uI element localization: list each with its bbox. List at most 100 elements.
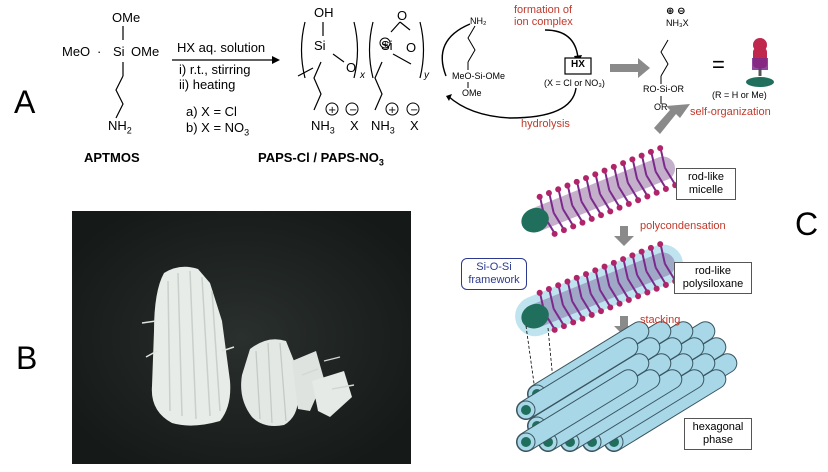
micelle-tail: [650, 249, 657, 268]
micelle-head: [601, 167, 608, 174]
rod-polysiloxane: [515, 241, 684, 337]
micelle-head: [647, 244, 654, 251]
micelle-tail: [585, 179, 592, 198]
micelle-tail: [650, 153, 657, 172]
micelle-tail: [585, 275, 592, 294]
micelle-tail: [576, 279, 583, 298]
micelle-head: [657, 145, 664, 152]
micelle-tail: [595, 271, 601, 291]
rod-body: [561, 370, 682, 451]
micelle-tail: [632, 256, 639, 276]
micelle-tail: [571, 204, 583, 222]
micelle-head: [555, 282, 562, 289]
micelle-tail: [654, 267, 667, 284]
framework-label: Si-O-Si framework: [461, 258, 527, 290]
product-o: O: [346, 60, 357, 75]
micelle-tail: [589, 197, 602, 214]
micelle-tail: [636, 178, 648, 196]
product-amine-2: NH3: [371, 118, 395, 136]
micelle-head: [570, 223, 577, 230]
micelle-head: [635, 293, 642, 300]
micelle-tail: [654, 171, 667, 188]
rod-body: [517, 370, 638, 451]
micelle-head: [588, 311, 595, 318]
micelle-tail: [664, 263, 676, 280]
sample-photo: [72, 211, 411, 464]
micelle-tail: [632, 160, 639, 180]
c-or-bottom: OR: [654, 102, 668, 112]
product-si-1: Si: [314, 38, 326, 53]
reagent-si: Si: [113, 44, 125, 59]
micelle-tail: [599, 289, 611, 307]
micelle-head: [564, 182, 571, 189]
c-nh3x-label: NH₃X: [666, 18, 689, 28]
micelle-tail: [562, 208, 574, 226]
micelle-head: [662, 281, 669, 288]
product-si-2: Si: [381, 38, 393, 53]
micelle-head: [625, 296, 632, 303]
micelle-head: [560, 323, 567, 330]
rod-micelle: [521, 145, 679, 237]
reagent-meo: MeO: [62, 44, 91, 59]
r-note: (R = H or Me): [712, 90, 767, 100]
hexagonal-phase-label: hexagonal phase: [684, 418, 752, 450]
product-amine-1: NH3: [311, 118, 335, 136]
hx-box-label: HX: [571, 59, 585, 70]
micelle-tail: [645, 270, 657, 288]
rod-body: [517, 338, 638, 419]
micelle-head: [560, 227, 567, 234]
svg-text:+: +: [328, 105, 336, 116]
formation-label: formation of ion complex: [514, 4, 573, 28]
micelle-head: [638, 248, 645, 255]
c-meo-si-ome: MeO-Si-OMe: [452, 71, 506, 81]
micelle-tail: [636, 274, 648, 292]
reagent-ome-right: OMe: [131, 44, 160, 59]
stacking-label: stacking: [640, 314, 681, 326]
micelle-head: [629, 156, 636, 163]
micelle-tail: [567, 187, 574, 206]
micelle-tail: [622, 260, 629, 279]
micelle-tail: [548, 290, 555, 309]
hydrolysis-label: hydrolysis: [521, 118, 570, 130]
micelle-tail: [626, 182, 639, 199]
micelle-tail: [580, 200, 592, 218]
product-counterion-1: X: [350, 118, 359, 133]
micelle-tail: [617, 281, 629, 299]
micelle-tail: [659, 245, 666, 264]
c-nh2-label: NH₂: [470, 16, 487, 26]
micelle-head: [555, 186, 562, 193]
panel-label-c: C: [795, 206, 819, 242]
micelle-head: [620, 160, 627, 167]
micelle-tail: [548, 194, 555, 213]
micelle-tail: [608, 285, 620, 303]
product-counterion-2: X: [410, 118, 419, 133]
reagent-amine: NH2: [108, 118, 132, 136]
micelle-head: [662, 185, 669, 192]
micelle-tail: [595, 175, 601, 195]
hx-note: (X = Cl or NO₃): [544, 78, 605, 88]
micelle-head: [607, 208, 614, 215]
micelle-head: [625, 200, 632, 207]
micelle-head: [573, 274, 580, 281]
micelle-tail: [567, 283, 574, 302]
rod-body: [539, 370, 660, 451]
micelle-tail: [622, 164, 629, 183]
panel-label-b: B: [16, 340, 38, 376]
micelle-tail: [576, 183, 583, 202]
micelle-head: [570, 319, 577, 326]
micelle-tail: [604, 268, 611, 287]
panel-label-a: A: [14, 84, 36, 120]
micelle-tail: [645, 174, 657, 192]
condition-1: HX aq. solution: [177, 40, 266, 55]
micelle-head: [592, 171, 599, 178]
micelle-head: [616, 204, 623, 211]
option-a: a) X = Cl: [186, 104, 237, 119]
micelle-head: [564, 278, 571, 285]
micelle-head: [579, 315, 586, 322]
product-name: PAPS-Cl / PAPS-NO3: [258, 150, 384, 168]
polycondensation-label: polycondensation: [640, 220, 726, 232]
rod-polysiloxane-label: rod-like polysiloxane: [674, 262, 752, 294]
micelle-tail: [557, 190, 564, 210]
hexagonal-rod-stack: [516, 321, 738, 452]
